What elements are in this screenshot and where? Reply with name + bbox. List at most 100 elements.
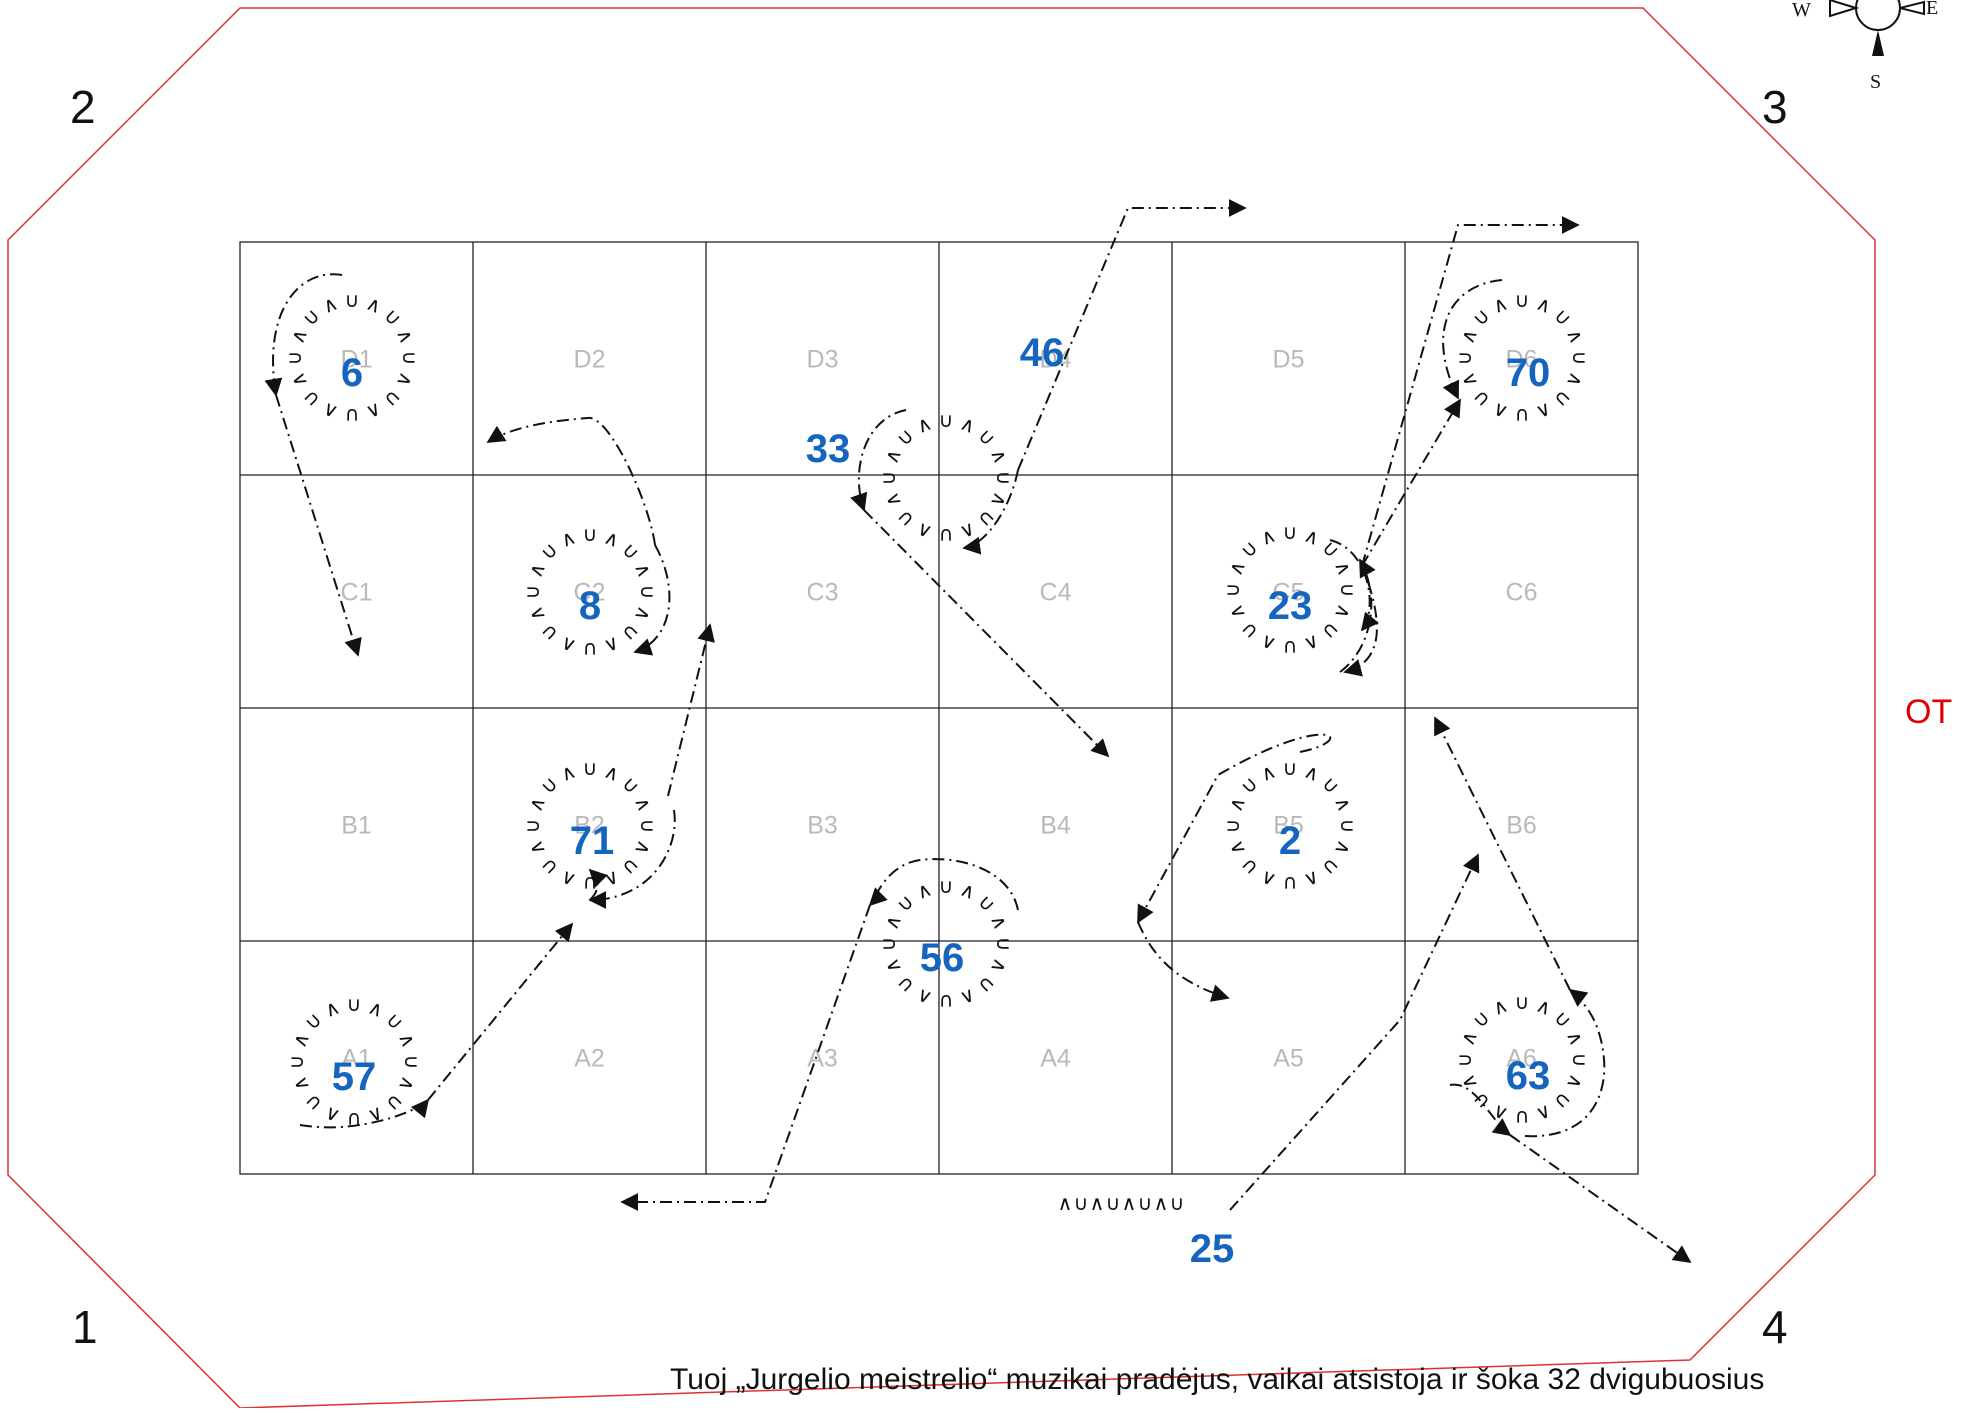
dancer-mark: ∧	[986, 445, 1012, 467]
dancer-mark: ∪	[301, 1089, 327, 1115]
dancer-mark: ∧	[394, 1073, 420, 1095]
caption-text: Tuoj „Jurgelio meistrelio“ muzikai pradė…	[670, 1363, 1765, 1396]
dancer-mark: ∪	[1283, 636, 1298, 658]
cell-label-D2: D2	[574, 346, 606, 374]
dancer-mark: ∪	[1222, 819, 1244, 834]
dancer-mark: ∧	[986, 911, 1012, 933]
dancer-mark: ∪	[537, 619, 563, 645]
dancer-mark: ∪	[1549, 1087, 1575, 1113]
dancer-mark: ∧	[524, 837, 550, 859]
dancer-mark: ∧	[1330, 837, 1356, 859]
dancer-mark: ∧	[1456, 369, 1482, 391]
dancer-mark: ∧	[1489, 1100, 1511, 1126]
dancer-mark: ∪	[1237, 773, 1263, 799]
dancer-mark: ∧	[1562, 369, 1588, 391]
movement-path	[962, 469, 1019, 555]
dancer-mark: ∧	[365, 996, 387, 1022]
cell-label-A4: A4	[1040, 1045, 1071, 1073]
dancer-mark: ∧	[601, 526, 623, 552]
dancer-mark: ∪	[973, 971, 999, 997]
dancer-mark: ∧	[630, 837, 656, 859]
cell-label-B3: B3	[807, 812, 838, 840]
dancer-mark: ∪	[878, 937, 900, 952]
dancer-mark: ∪	[1549, 385, 1575, 411]
position-number-33: 33	[806, 427, 851, 471]
dancer-mark: ∪	[398, 351, 420, 366]
movement-path	[850, 409, 907, 512]
movement-path	[868, 858, 1019, 911]
position-number-70: 70	[1506, 351, 1551, 395]
cell-label-A1: A1	[341, 1045, 372, 1073]
dancer-mark: ∪	[1237, 617, 1263, 643]
dancer-mark: ∪	[537, 853, 563, 879]
dancer-mark: ∪	[1469, 1087, 1495, 1113]
dancer-mark: ∧	[319, 398, 341, 424]
dancer-mark: ∪	[1515, 290, 1530, 312]
dancer-mark: ∧	[1489, 398, 1511, 424]
dancer-mark: ∪	[379, 385, 405, 411]
dancer-mark: ∧	[1301, 630, 1323, 656]
position-number-46: 46	[1020, 331, 1065, 375]
movement-path	[1017, 199, 1247, 471]
dancer-mark: ∧	[880, 955, 906, 977]
dancer-mark: ∧	[1562, 325, 1588, 347]
dancer-mark: ∧	[913, 984, 935, 1010]
hall-boundary	[7, 7, 1876, 1409]
dancer-mark: ∪	[939, 524, 954, 546]
dancer-mark: ∧	[1154, 1193, 1169, 1215]
dancer-mark: ∧	[880, 911, 906, 933]
dancer-mark: ∧	[363, 398, 385, 424]
dancer-mark: ∪	[537, 773, 563, 799]
dancer-mark: ∪	[1222, 583, 1244, 598]
dancer-mark: ∧	[1058, 1193, 1073, 1215]
dancer-mark: ∧	[392, 325, 418, 347]
dancer-mark: ∪	[973, 425, 999, 451]
dancer-mark: ∪	[1283, 758, 1298, 780]
cell-label-B4: B4	[1040, 812, 1071, 840]
dancer-mark: ∪	[522, 819, 544, 834]
cell-label-D5: D5	[1273, 346, 1305, 374]
dancer-mark: ∪	[939, 876, 954, 898]
dancer-mark: ∧	[321, 1102, 343, 1128]
dancer-mark: ∪	[284, 351, 306, 366]
dancer-mark: ∪	[381, 1089, 407, 1115]
dancer-mark: ∪	[1515, 1106, 1530, 1128]
dancer-mark: ∧	[1090, 1193, 1105, 1215]
dancer-mark: ∧	[288, 1073, 314, 1095]
dancer-mark: ∪	[1237, 853, 1263, 879]
dancer-mark: ∪	[301, 1009, 327, 1035]
dancer-mark: ∧	[1257, 866, 1279, 892]
dancer-mark: ∪	[522, 585, 544, 600]
dancer-mark: ∪	[381, 1009, 407, 1035]
dancer-mark: ∧	[319, 292, 341, 318]
dancer-mark: ∧	[524, 793, 550, 815]
compass-south: S	[1870, 71, 1881, 93]
dancer-mark: ∧	[1456, 1071, 1482, 1093]
dancer-mark: ∪	[617, 853, 643, 879]
dancer-mark: ∧	[363, 292, 385, 318]
dancer-mark: ∧	[1533, 398, 1555, 424]
position-number-71: 71	[570, 819, 615, 863]
movement-path	[1434, 716, 1571, 991]
dancer-mark: ∧	[986, 955, 1012, 977]
corner-label-1: 1	[72, 1301, 98, 1353]
dancer-mark: ∧	[557, 866, 579, 892]
dancer-mark: ∪	[1237, 537, 1263, 563]
movement-path	[1524, 988, 1606, 1138]
position-number-57: 57	[332, 1055, 377, 1099]
dancer-mark: ∪	[992, 937, 1014, 952]
dancer-mark: ∪	[345, 290, 360, 312]
position-number-63: 63	[1506, 1054, 1551, 1098]
dancer-mark: ∧	[1257, 760, 1279, 786]
dancer-mark: ∪	[537, 539, 563, 565]
movement-path	[588, 868, 608, 901]
movement-path	[1361, 216, 1580, 567]
movement-path	[1449, 1083, 1512, 1137]
movement-path	[1339, 558, 1376, 673]
dancer-mark: ∧	[1330, 601, 1356, 623]
movement-path	[275, 394, 362, 657]
movement-path	[299, 1098, 430, 1129]
dancer-mark: ∧	[880, 445, 906, 467]
